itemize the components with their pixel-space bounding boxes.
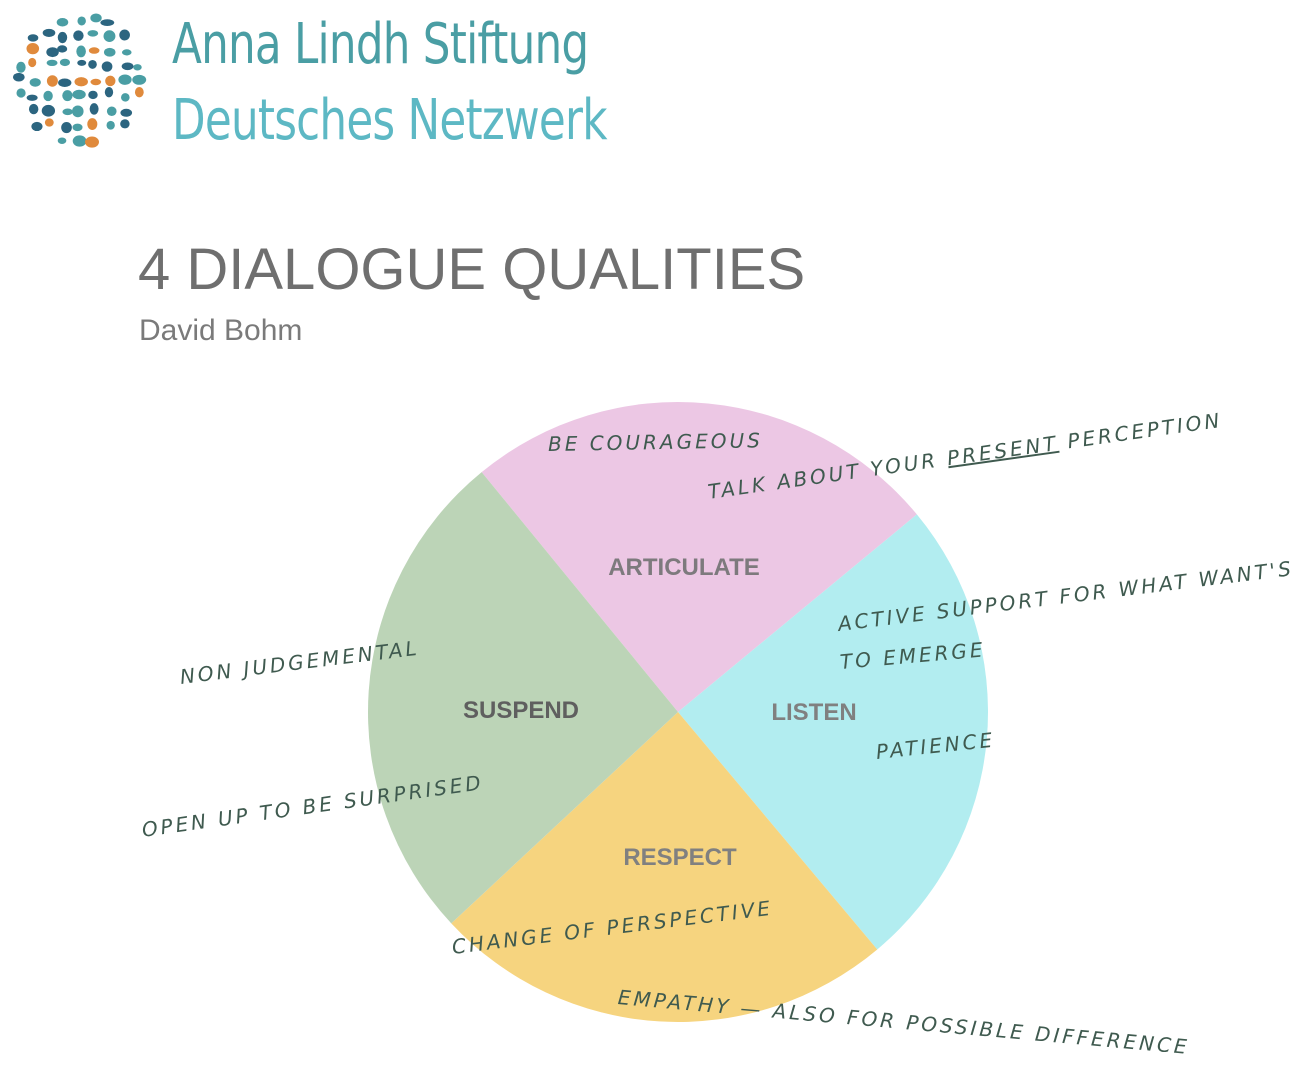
logo-dot [59,58,70,67]
segment-label-articulate: ARTICULATE [608,554,760,581]
logo-dot [85,136,100,148]
segment-articulate [481,401,917,712]
logo-dot [121,93,130,102]
segment-label-listen: LISTEN [771,699,857,726]
logo-dot [121,62,134,71]
logo-dot [28,103,39,115]
logo-dot [88,47,100,54]
logo-dot [120,108,133,117]
logo-dot [27,34,39,42]
logo-dot [72,105,84,118]
logo-dot [133,64,142,71]
logo-dot [72,135,87,147]
logo-dot [28,57,37,68]
logo-dot [88,59,97,69]
logo-dot [89,103,99,115]
logo-dot [57,45,68,53]
logo-dot [76,45,86,58]
logo-dot [106,106,117,117]
logo-dot [87,118,98,131]
logo-dot [43,90,53,102]
logo-dot [41,104,56,117]
logo-dot [106,120,115,130]
logo-mark-icon [13,13,147,148]
logo-dot [46,47,59,58]
logo-dot [31,121,43,132]
segment-respect [451,712,878,1022]
logo-dot [26,43,40,55]
logo-dot [72,123,83,132]
logo-dot [58,78,72,88]
logo-dot [44,118,54,127]
logo-dot [16,88,26,98]
segment-label-suspend: SUSPEND [462,697,580,724]
logo-dot [120,119,130,129]
logo-dot [77,59,87,66]
logo-dot [61,121,72,134]
logo-dot [42,28,56,37]
logo-dot [100,19,115,26]
logo-dot [103,47,116,57]
logo-dot [101,61,113,72]
logo-dot [90,13,102,23]
logo-dot [57,137,67,144]
logo-dot [77,16,86,26]
logo-dot [119,29,130,41]
logo-dot [46,75,58,87]
logo-dot [132,74,147,85]
logo-line-2: Deutsches Netzwerk [172,88,607,153]
logo-dot [74,77,88,87]
page-title: 4 DIALOGUE QUALITIES [138,237,806,302]
logo-dot [88,90,98,100]
logo-dot [62,108,73,116]
logo-dot [104,86,114,98]
segment-suspend [368,472,678,924]
logo-dot [57,31,68,44]
segment-listen [678,514,989,950]
logo-dot [46,59,58,67]
note-be-courageous: BE COURAGEOUS [547,428,764,456]
page-subtitle: David Bohm [139,314,303,347]
logo-dot [62,90,73,102]
logo-dot [121,49,132,56]
logo-dot [72,89,86,100]
logo-dot [73,30,84,41]
logo-dot [56,18,69,27]
logo-dot [87,30,99,37]
logo-dot [134,87,144,98]
logo-dot [105,75,116,87]
logo-dot [118,74,132,85]
logo-dot [103,30,116,42]
segment-label-respect: RESPECT [623,844,737,871]
logo-dot [29,78,41,87]
logo-dot [13,72,25,82]
logo-line-1: Anna Lindh Stiftung [172,12,589,77]
logo-dot [26,94,38,101]
logo-dot [90,78,102,86]
logo-dot [16,61,26,73]
